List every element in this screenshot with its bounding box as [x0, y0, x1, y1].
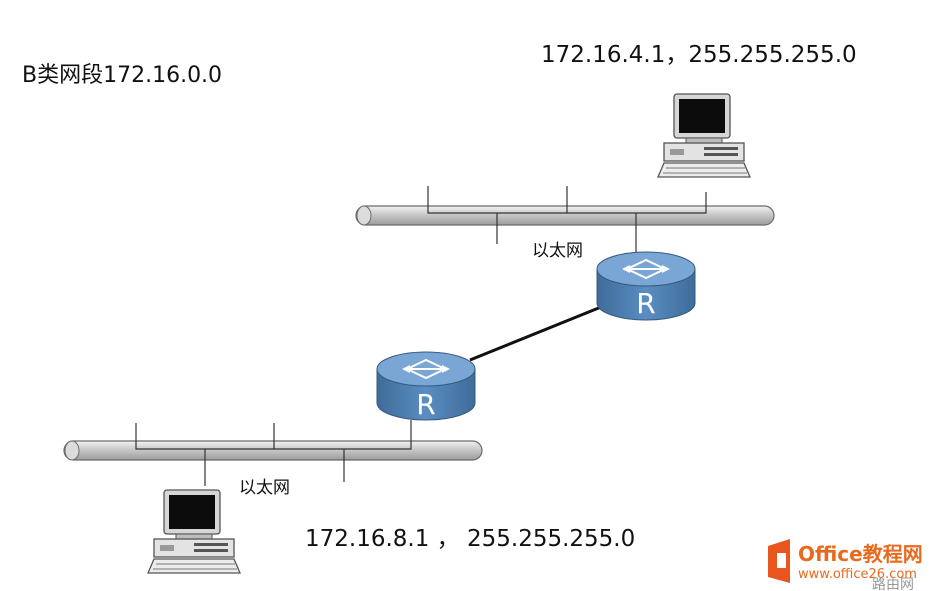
bottom-ethernet-label: 以太网 [239, 478, 290, 498]
watermark-url: www.office26.com [798, 567, 917, 582]
top-ethernet-label: 以太网 [532, 241, 583, 261]
bottom-network-address: 172.16.8.1 ， 255.255.255.0 [305, 526, 635, 552]
router-link [469, 303, 607, 362]
watermark: Office教程网 www.office26.com 路由网 [768, 539, 923, 591]
top-router-label: R [636, 287, 655, 320]
top-ethernet-bus [355, 205, 775, 226]
top-computer-icon [657, 93, 751, 178]
watermark-brand: Office教程网 [798, 542, 923, 566]
watermark-sub: 路由网 [872, 577, 914, 591]
top-network-address: 172.16.4.1，255.255.255.0 [541, 42, 857, 68]
office-logo-icon [768, 539, 790, 583]
bottom-router-icon: R [376, 351, 476, 421]
diagram-title: B类网段172.16.0.0 [22, 63, 222, 88]
bottom-router-label: R [416, 388, 435, 421]
bottom-computer-icon [147, 489, 241, 574]
bottom-bus-taps [135, 420, 412, 486]
top-router-icon: R [596, 251, 696, 321]
bottom-ethernet-bus [63, 440, 483, 461]
